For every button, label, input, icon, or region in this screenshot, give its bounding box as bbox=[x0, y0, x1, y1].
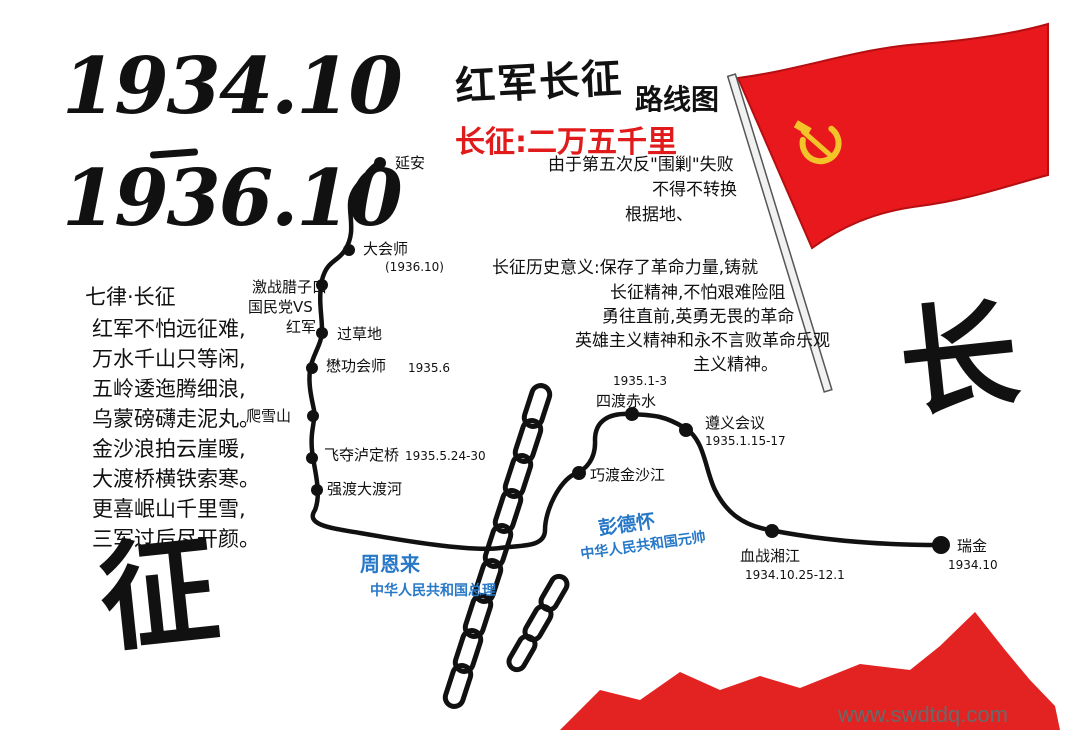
node-dadu bbox=[311, 484, 323, 496]
poem-line: 红军不怕远征难, bbox=[92, 317, 246, 341]
label-zunyi: 遵义会议 bbox=[705, 414, 766, 432]
label-dahuishi-date: (1936.10) bbox=[385, 260, 444, 274]
label-zunyi-date: 1935.1.15-17 bbox=[705, 434, 786, 448]
poem-line: 金沙浪拍云崖暖, bbox=[92, 437, 246, 461]
label-luding-date: 1935.5.24-30 bbox=[405, 449, 486, 463]
label-grassland: 过草地 bbox=[337, 325, 383, 343]
label-battle-3: 红军 bbox=[286, 318, 317, 336]
cause-line-3: 根据地、 bbox=[625, 205, 693, 225]
node-snow bbox=[307, 410, 319, 422]
node-zunyi bbox=[679, 423, 693, 437]
node-dahuishi bbox=[343, 244, 355, 256]
label-dahuishi: 大会师 bbox=[363, 240, 409, 258]
label-jinsha: 巧渡金沙江 bbox=[590, 466, 666, 484]
poem-line: 五岭逶迤腾细浪, bbox=[92, 377, 246, 401]
node-luding bbox=[306, 452, 318, 464]
label-snow: 爬雪山 bbox=[246, 407, 292, 425]
poem-line: 大渡桥横铁索寒。 bbox=[92, 467, 260, 491]
red-flag bbox=[726, 22, 1049, 393]
node-grassland bbox=[316, 327, 328, 339]
zhou-title: 中华人民共和国总理 bbox=[370, 583, 496, 599]
label-xiangjiang-date: 1934.10.25-12.1 bbox=[745, 568, 845, 582]
watermark: www.swdtdq.com bbox=[838, 702, 1008, 727]
route-nodes bbox=[306, 157, 950, 554]
node-yanan bbox=[374, 157, 386, 169]
poem-line: 乌蒙磅礴走泥丸。 bbox=[92, 407, 260, 431]
label-ruijin: 瑞金 bbox=[957, 537, 988, 555]
node-chishui bbox=[625, 407, 639, 421]
label-maogong: 懋功会师 bbox=[326, 357, 387, 375]
label-luding: 飞夺泸定桥 bbox=[324, 446, 400, 464]
significance-line-1: 长征历史意义:保存了革命力量,铸就 bbox=[492, 258, 759, 278]
cause-line-1: 由于第五次反"围剿"失败 bbox=[548, 155, 734, 175]
significance-line-3: 勇往直前,英勇无畏的革命 bbox=[602, 307, 795, 327]
node-jinsha bbox=[572, 466, 586, 480]
label-ruijin-date: 1934.10 bbox=[948, 558, 998, 572]
flag-pole bbox=[726, 73, 833, 393]
label-yanan: 延安 bbox=[395, 154, 426, 172]
significance-line-5: 主义精神。 bbox=[693, 355, 778, 375]
poem-line: 万水千山只等闲, bbox=[92, 347, 246, 371]
node-xiangjiang bbox=[765, 524, 779, 538]
node-maogong bbox=[306, 362, 318, 374]
hammer-sickle-icon bbox=[793, 120, 842, 165]
significance-line-4: 英雄主义精神和永不言败革命乐观 bbox=[575, 331, 830, 351]
label-chishui: 四渡赤水 bbox=[596, 392, 657, 410]
poem-body: 红军不怕远征难, 万水千山只等闲, 五岭逶迤腾细浪, 乌蒙磅礴走泥丸。 金沙浪拍… bbox=[92, 314, 260, 554]
red-mountains bbox=[560, 612, 1060, 730]
flag-cloth bbox=[736, 22, 1049, 250]
label-battle-1: 激战腊子口 bbox=[252, 278, 328, 296]
label-battle-2: 国民党VS bbox=[248, 298, 313, 316]
big-char-chang: 长 bbox=[893, 283, 1025, 434]
zhou-name: 周恩来 bbox=[360, 552, 420, 576]
significance-line-2: 长征精神,不怕艰难险阻 bbox=[610, 283, 786, 303]
node-ruijin bbox=[932, 536, 950, 554]
poem-line: 更喜岷山千里雪, bbox=[92, 497, 246, 521]
label-dadu: 强渡大渡河 bbox=[327, 480, 403, 498]
label-xiangjiang: 血战湘江 bbox=[740, 547, 801, 565]
label-maogong-date: 1935.6 bbox=[408, 361, 450, 375]
page-title: 红军长征 bbox=[454, 55, 625, 111]
start-date: 1934.10 bbox=[62, 41, 403, 132]
poem-title: 七律·长征 bbox=[85, 285, 176, 309]
cause-line-2: 不得不转换 bbox=[652, 180, 737, 200]
end-date: 1936.10 bbox=[62, 153, 403, 244]
page-subtitle: 路线图 bbox=[635, 83, 720, 116]
long-march-route bbox=[307, 160, 943, 552]
big-char-zheng: 征 bbox=[93, 518, 225, 669]
distance-label: 长征:二万五千里 bbox=[455, 125, 677, 160]
poem-line: 三军过后尽开颜。 bbox=[92, 527, 260, 551]
node-battle bbox=[316, 279, 328, 291]
label-chishui-date: 1935.1-3 bbox=[613, 374, 667, 388]
